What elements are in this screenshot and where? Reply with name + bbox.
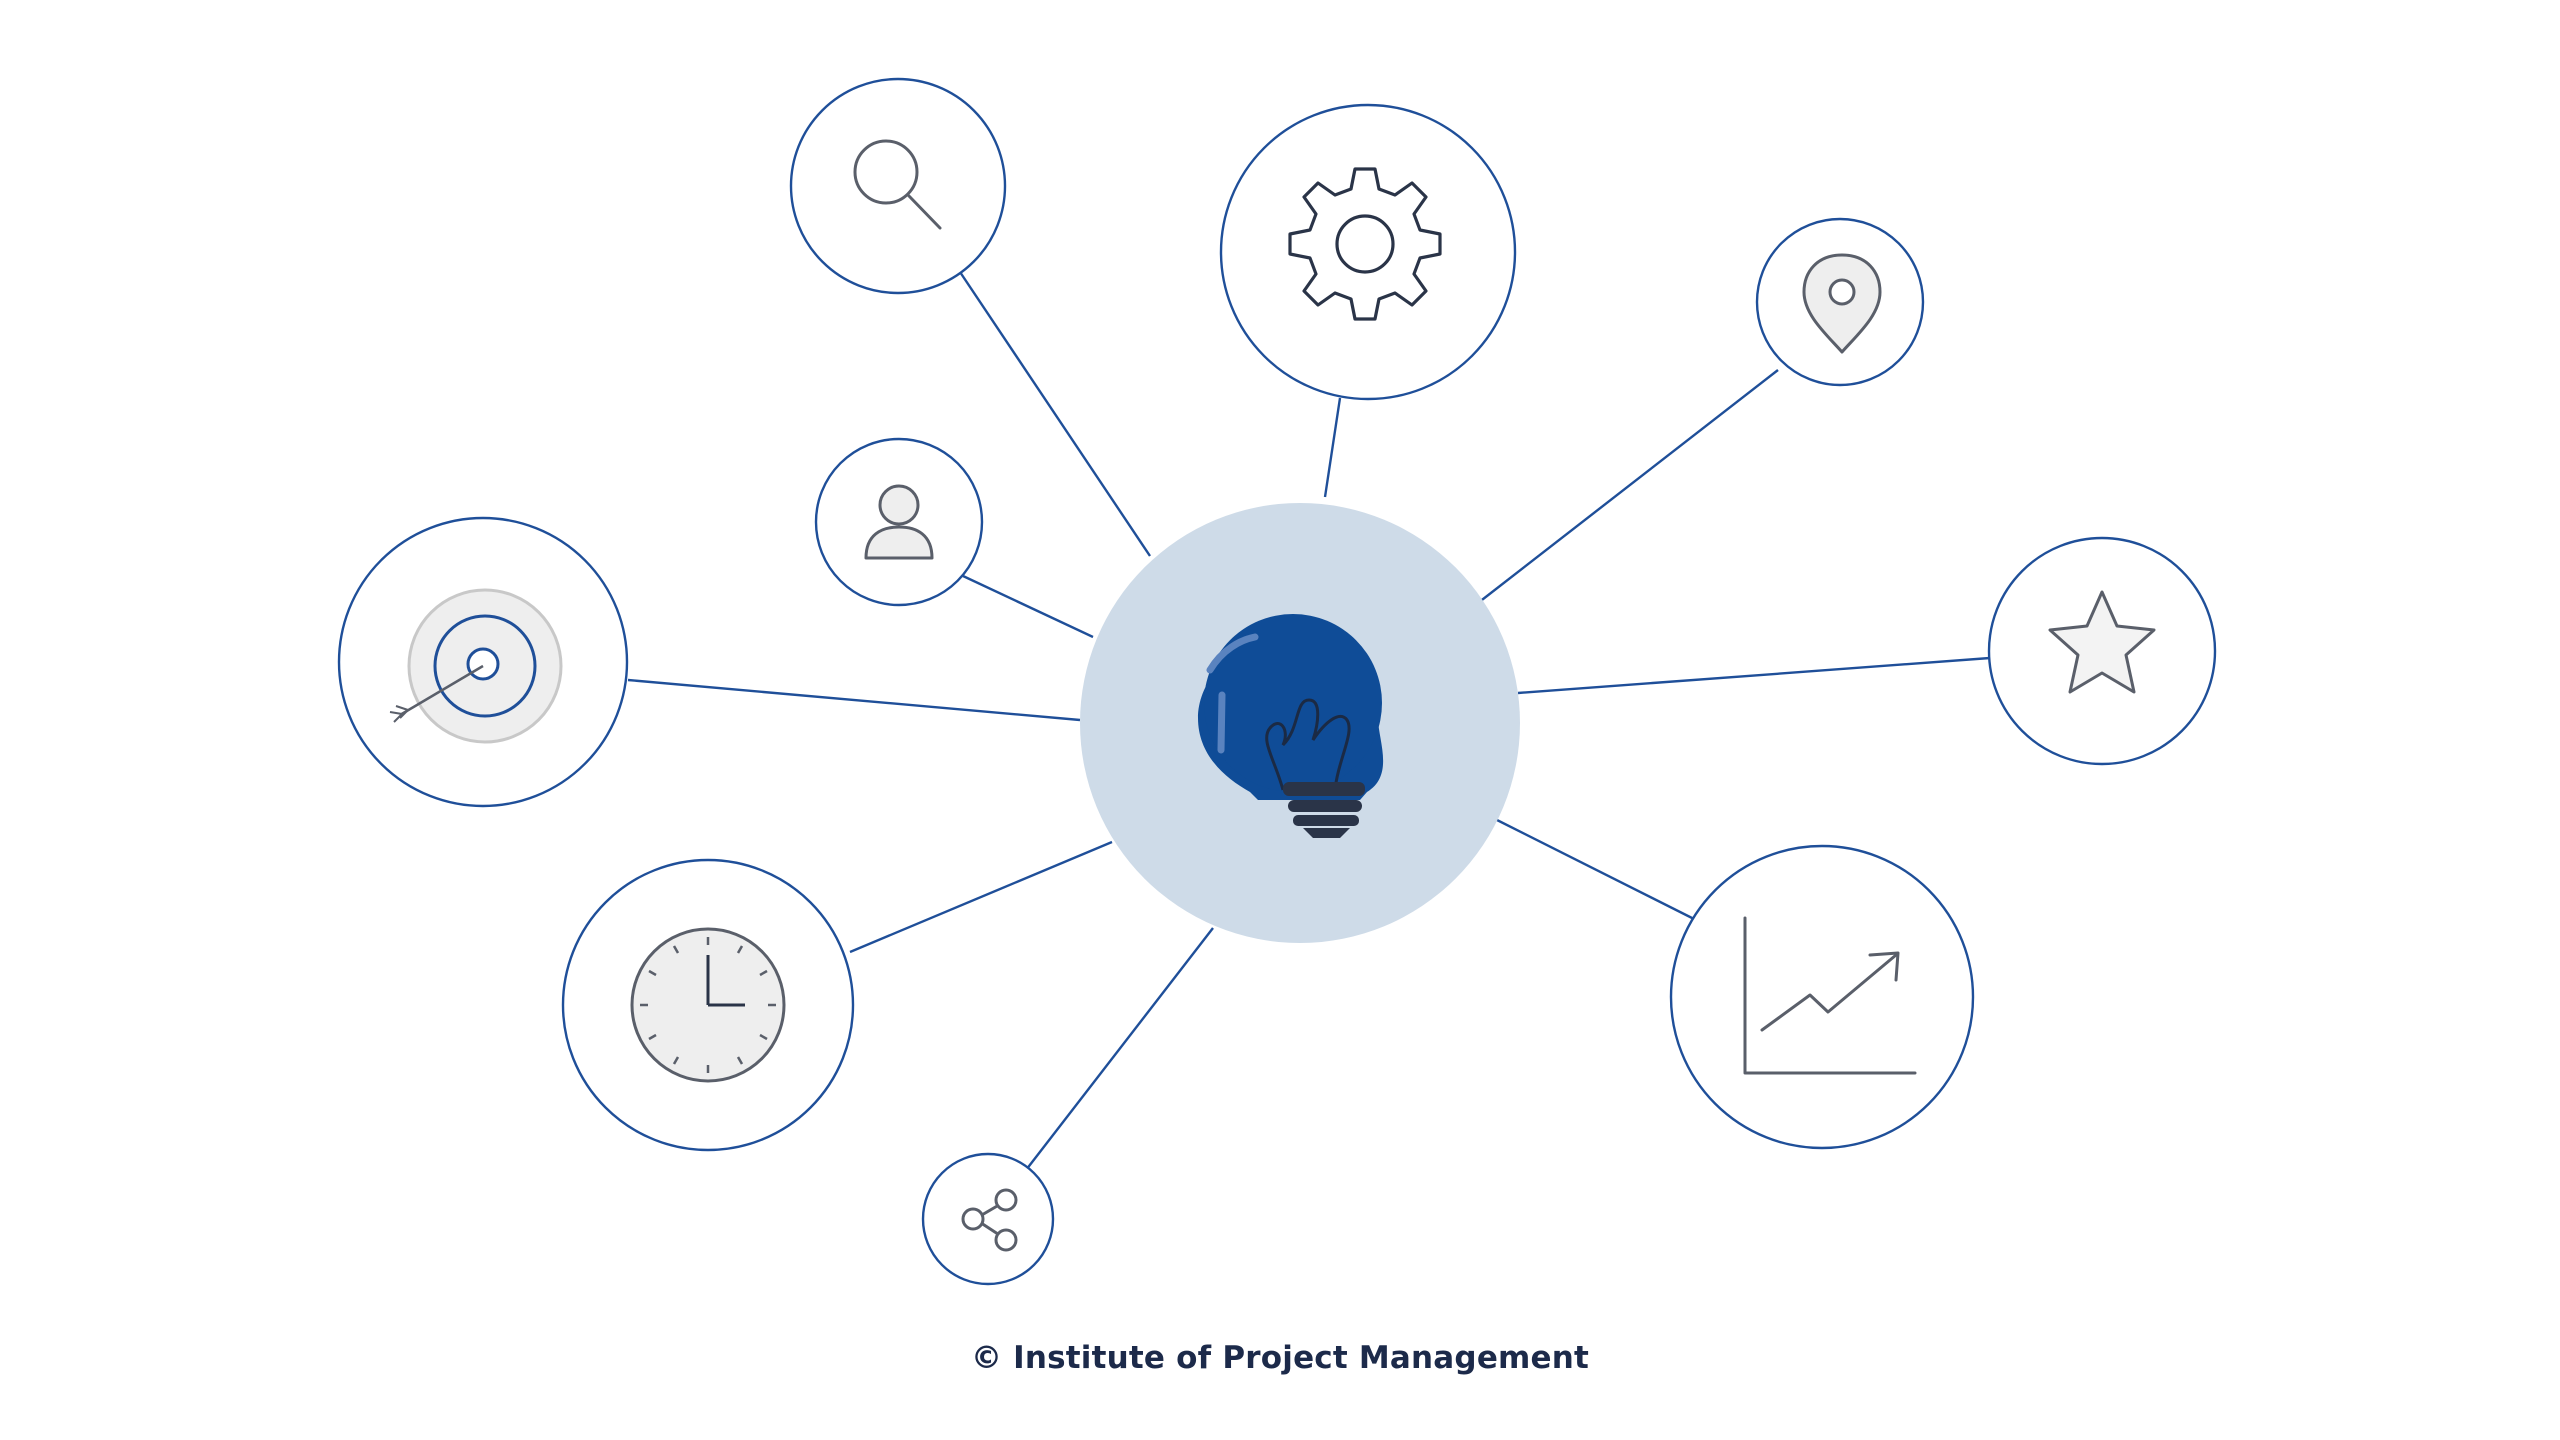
hub-node: [1080, 503, 1520, 943]
node-settings: [1219, 103, 1517, 401]
connector-growth: [1492, 816, 1701, 924]
search-icon: [853, 139, 942, 230]
node-search: [789, 77, 1007, 295]
target-icon: [389, 588, 563, 744]
node-favorite: [1987, 536, 2217, 766]
node-target: [337, 516, 629, 808]
connector-share: [1025, 927, 1214, 1171]
node-time: [561, 858, 855, 1152]
connector-time: [849, 840, 1113, 954]
location-pin-icon: [1802, 253, 1882, 354]
star-icon: [2048, 590, 2156, 694]
share-icon: [961, 1188, 1018, 1252]
growth-chart-icon: [1743, 916, 1917, 1075]
connectors: [627, 271, 1991, 1171]
copyright-caption: © Institute of Project Management: [970, 1340, 1590, 1376]
node-user: [814, 437, 984, 607]
connector-target: [627, 678, 1081, 722]
node-growth: [1669, 844, 1975, 1150]
connector-favorite: [1517, 656, 1991, 695]
user-icon: [864, 484, 934, 560]
connector-user: [962, 574, 1094, 639]
connector-search: [959, 271, 1151, 557]
lightbulb-icon: [1198, 614, 1384, 838]
gear-icon: [1288, 167, 1442, 321]
connector-settings: [1323, 397, 1342, 498]
clock-icon: [630, 927, 786, 1083]
node-share: [921, 1152, 1055, 1286]
connector-location: [1477, 369, 1779, 604]
node-location: [1755, 217, 1925, 387]
